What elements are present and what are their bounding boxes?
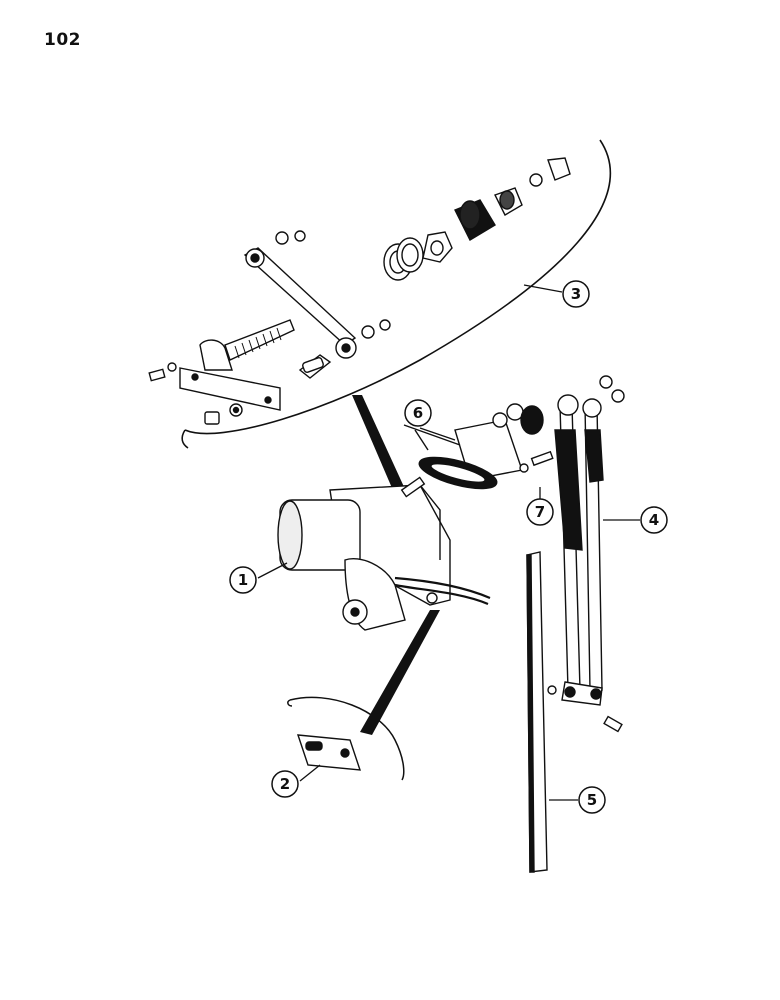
cab-panel-outline	[287, 696, 405, 781]
mounting-bracket	[296, 734, 362, 771]
wiper-blade	[526, 551, 548, 873]
svg-text:3: 3	[571, 285, 581, 303]
page-number: 102	[44, 30, 81, 50]
callout-3: 3	[562, 280, 590, 308]
wiper-motor	[277, 476, 491, 631]
leader-3	[523, 284, 563, 293]
drive-shaft-assembly	[148, 157, 571, 425]
callout-4: 4	[640, 506, 668, 534]
svg-text:2: 2	[280, 775, 290, 793]
callout-5: 5	[578, 786, 606, 814]
callout-7: 7	[526, 498, 554, 526]
svg-text:6: 6	[413, 404, 423, 422]
callout-1: 1	[229, 566, 257, 594]
callout-2: 2	[271, 770, 299, 798]
callout-leaders	[257, 427, 640, 801]
svg-text:4: 4	[649, 511, 659, 529]
svg-text:1: 1	[238, 571, 248, 589]
wiper-arm-assembly	[547, 375, 625, 733]
svg-text:7: 7	[535, 503, 545, 521]
connector-bands	[352, 395, 440, 735]
windshield-glass-outline	[181, 139, 612, 449]
pivot-bracket-assembly	[403, 403, 554, 490]
svg-text:5: 5	[587, 791, 597, 809]
callout-6: 6	[404, 399, 432, 427]
